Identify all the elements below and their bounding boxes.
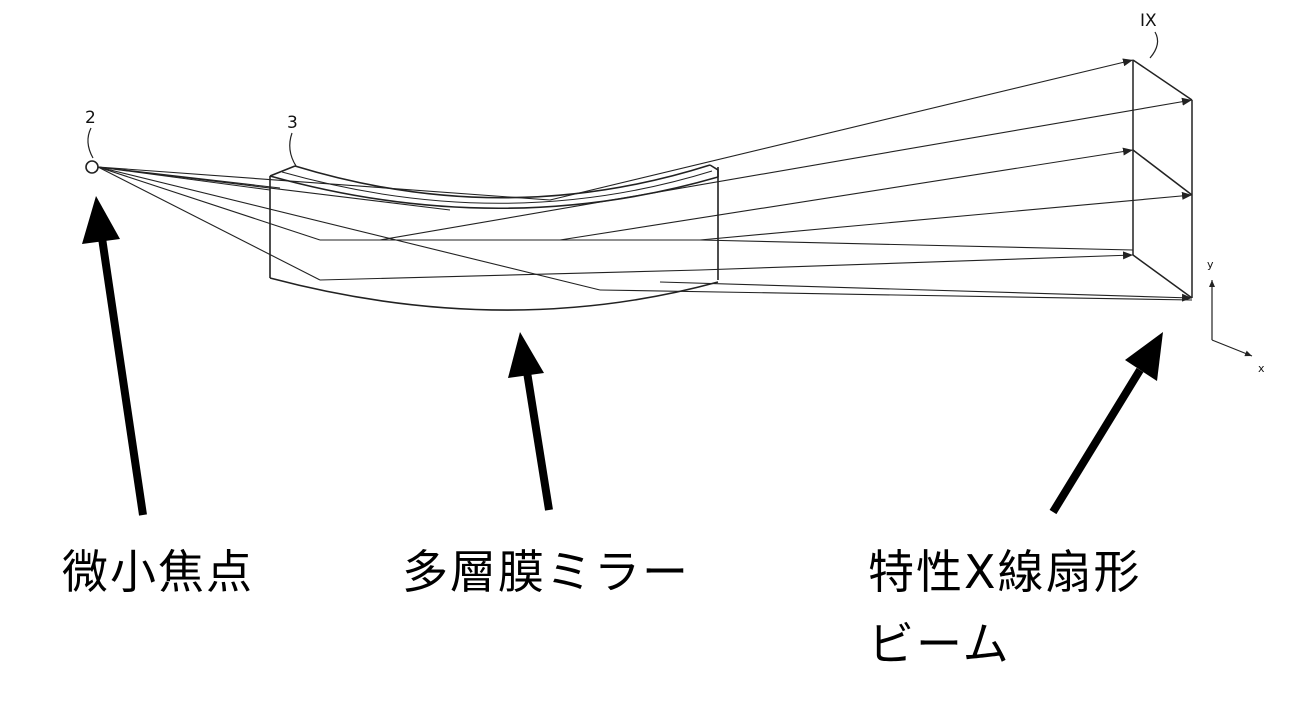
fan-beam-caption-line1: 特性X線扇形 xyxy=(868,545,1142,599)
multilayer-mirror-caption: 多層膜ミラー xyxy=(402,545,690,599)
pointer-arrows xyxy=(82,196,1163,516)
mirror-leader-line xyxy=(289,132,297,167)
fan-beam-frame xyxy=(1132,59,1193,299)
beam-pointer-arrow-shaft xyxy=(1049,367,1144,515)
mirror-pointer-arrow-head xyxy=(508,332,544,378)
micro-focus-point xyxy=(85,160,99,174)
coordinate-axes xyxy=(1209,280,1253,357)
multilayer-mirror xyxy=(269,164,719,311)
mirror-number-label: 3 xyxy=(287,113,298,133)
source-number-label: 2 xyxy=(85,108,96,128)
fan-beam-caption-line2: ビーム xyxy=(868,617,1011,671)
focus-pointer-arrow-shaft xyxy=(98,237,147,516)
focus-pointer-arrow-head xyxy=(82,196,120,244)
x-ray-paths xyxy=(97,58,1193,302)
axis-x-label: x xyxy=(1258,362,1265,375)
beam-label: IX xyxy=(1140,11,1157,31)
beam-pointer-arrow-head xyxy=(1125,332,1163,381)
source-leader-line xyxy=(87,127,94,159)
axis-y-label: y xyxy=(1207,258,1214,271)
beam-leader-line xyxy=(1149,31,1159,59)
micro-focus-caption: 微小焦点 xyxy=(62,545,254,599)
mirror-pointer-arrow-shaft xyxy=(523,371,553,511)
